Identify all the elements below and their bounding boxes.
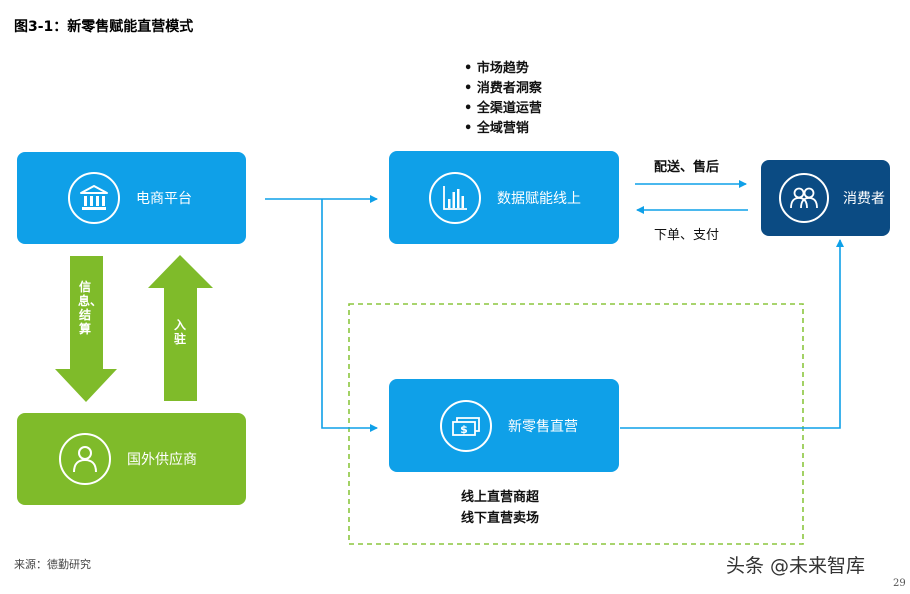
source-note: 来源：德勤研究 xyxy=(14,558,91,571)
arrow-info-settle-down xyxy=(55,256,117,402)
bullet-item: 消费者洞察 xyxy=(464,79,542,99)
ecommerce-platform-label: 电商平台 xyxy=(136,191,192,207)
svg-text:$: $ xyxy=(460,423,468,436)
watermark: 头条 @未来智库 xyxy=(726,555,866,577)
consumer-label: 消费者 xyxy=(843,191,885,207)
person-icon xyxy=(59,433,111,485)
new-retail-direct-label: 新零售直营 xyxy=(508,418,578,435)
online-bullets: 市场趋势 消费者洞察 全渠道运营 全域营销 xyxy=(464,59,542,139)
overseas-supplier-node: 国外供应商 xyxy=(17,413,246,505)
arrow-branch-to-offline xyxy=(321,199,378,432)
ecommerce-platform-node: 电商平台 xyxy=(17,152,246,244)
order-pay-label: 下单、支付 xyxy=(654,228,720,243)
cash-icon: $ xyxy=(440,399,492,452)
info-settle-text: 信息、结算 xyxy=(78,280,103,336)
offline-dashed-frame xyxy=(348,303,804,545)
delivery-label: 配送、售后 xyxy=(654,160,720,175)
info-settle-label: 信息、结算 xyxy=(78,280,102,336)
arrow-offline-to-consumer xyxy=(620,239,844,429)
bullet-item: 全渠道运营 xyxy=(464,99,542,119)
bar-chart-icon xyxy=(429,171,481,224)
offline-item: 线下直营卖场 xyxy=(461,511,540,526)
entry-label: 入驻 xyxy=(173,318,187,346)
arrow-entry-up xyxy=(148,255,213,401)
people-icon xyxy=(779,173,829,223)
data-online-label: 数据赋能线上 xyxy=(497,190,581,207)
bullet-item: 全域营销 xyxy=(464,119,542,139)
consumer-node: 消费者 xyxy=(761,160,890,236)
data-online-node: 数据赋能线上 xyxy=(389,151,619,244)
offline-item: 线上直营商超 xyxy=(461,490,540,505)
entry-text: 入驻 xyxy=(173,318,186,346)
page-number: 29 xyxy=(893,578,906,589)
new-retail-direct-node: $ 新零售直营 xyxy=(389,379,619,472)
page-title: 图3-1：新零售赋能直营模式 xyxy=(14,19,194,35)
bullet-item: 市场趋势 xyxy=(464,59,542,79)
offline-items: 线上直营商超 线下直营卖场 xyxy=(461,487,539,529)
bank-icon xyxy=(68,172,120,224)
overseas-supplier-label: 国外供应商 xyxy=(127,452,197,468)
